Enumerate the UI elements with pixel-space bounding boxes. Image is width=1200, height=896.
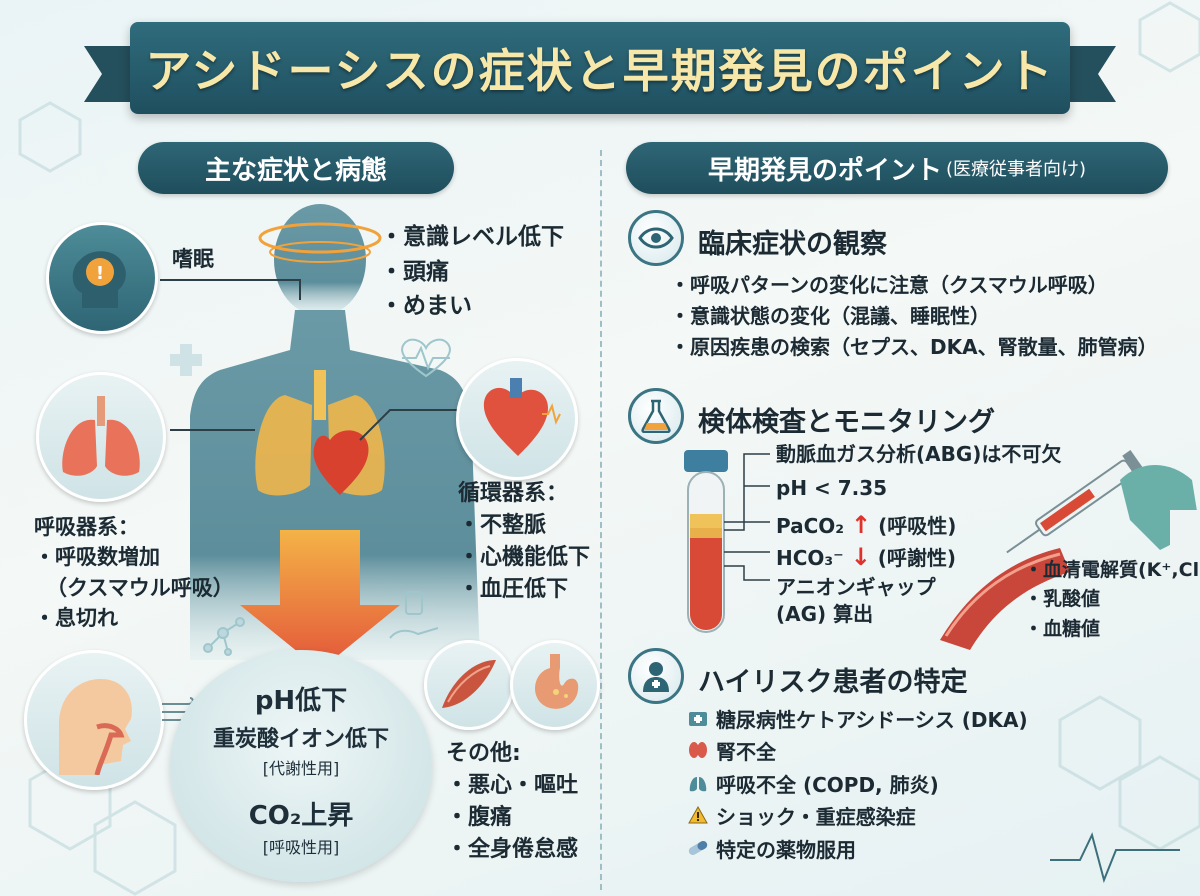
clinical-item: ・呼吸パターンの変化に注意（クスマウル呼吸） (670, 273, 1108, 297)
respiratory-heading: 呼吸器系： (34, 515, 139, 539)
acid-base-summary-bubble: pH低下 重炭酸イオン低下 [代謝性用] CO₂上昇 [呼吸性用] (170, 650, 432, 882)
respiratory-symptom-list: 呼吸器系： ・呼吸数増加 （クスマウル呼吸） ・息切れ (34, 512, 234, 634)
lungs-small-icon (686, 769, 710, 801)
lab-abg: 動脈血ガス分析(ABG)は不可欠 (776, 442, 1062, 466)
highrisk-item: 糖尿病性ケトアシドーシス (DKA) (686, 704, 1028, 736)
lab-paco2-note: (呼吸性) (878, 514, 957, 538)
kidney-icon (686, 736, 710, 768)
muscle-icon (424, 640, 514, 730)
respiratory-item: ・呼吸数増加 (34, 545, 160, 570)
lab-anion-gap-line2: (AG) 算出 (776, 602, 874, 626)
bubble-respiratory-note: [呼吸性用] (262, 838, 340, 857)
respiratory-item: （クスマウル呼吸） (46, 575, 234, 600)
neuro-label: 嗜眠 (172, 247, 214, 271)
title-banner: アシドーシスの症状と早期発見のポイント (130, 22, 1070, 114)
highrisk-heading: ハイリスク患者の特定 (698, 667, 968, 698)
heartbeat-icon (401, 338, 451, 378)
circulatory-item: ・不整脈 (458, 512, 547, 538)
left-section-header-label: 主な症状と病態 (204, 155, 387, 186)
lab-leader-lines (724, 453, 770, 581)
clinical-item: ・意識状態の変化（混議、睡眠性） (670, 304, 990, 328)
clinical-list: ・呼吸パターンの変化に注意（クスマウル呼吸） ・意識状態の変化（混議、睡眠性） … (670, 270, 1158, 363)
up-arrow-icon: ↑ (851, 511, 872, 539)
bubble-metabolic-note: [代謝性用] (262, 759, 340, 778)
highrisk-item: 腎不全 (686, 736, 1028, 768)
page-title: アシドーシスの症状と早期発見のポイント (145, 44, 1055, 98)
neuro-item: ・めまい (380, 293, 472, 319)
highrisk-list: 糖尿病性ケトアシドーシス (DKA) 腎不全 呼吸不全 (COPD, 肺炎) シ… (686, 704, 1028, 866)
flask-icon (628, 388, 684, 444)
right-section-header-sub: (医療従事者向け) (945, 159, 1087, 180)
other-heading: その他: (446, 741, 521, 766)
heart-icon (456, 358, 578, 480)
human-body-illustration (190, 204, 480, 660)
circulatory-heading: 循環器系： (458, 481, 569, 506)
lab-ph: pH < 7.35 (776, 476, 888, 500)
neuro-item: ・頭痛 (380, 258, 449, 285)
warning-icon (686, 801, 710, 833)
syringe-vessel-icon (940, 450, 1200, 650)
lab-side-item: ・乳酸値 (1024, 588, 1101, 611)
bubble-bicarbonate: 重炭酸イオン低下 (212, 727, 389, 752)
highrisk-item: 特定の薬物服用 (686, 834, 1028, 866)
pill-icon (686, 834, 710, 866)
svg-text:!: ! (96, 263, 104, 284)
highrisk-item-text: 呼吸不全 (COPD, 肺炎) (716, 772, 939, 797)
highrisk-item-text: 腎不全 (716, 740, 776, 765)
circulatory-symptom-list: 循環器系： ・不整脈 ・心機能低下 ・血圧低下 (458, 478, 590, 606)
other-symptom-list: その他: ・悪心・嘔吐 ・腹痛 ・全身倦怠感 (446, 738, 578, 866)
highrisk-item: 呼吸不全 (COPD, 肺炎) (686, 769, 1028, 801)
doctor-icon (628, 648, 684, 704)
lab-anion-gap-line1: アニオンギャップ (776, 575, 936, 599)
lab-paco2-row: PaCO₂ ↑ (呼吸性) (776, 508, 956, 543)
bubble-co2: CO₂上昇 (248, 801, 354, 831)
lab-heading: 検体検査とモニタリング (698, 407, 995, 438)
highrisk-item: ショック・重症感染症 (686, 801, 1028, 833)
leader-lines (160, 279, 460, 441)
airway-icon (24, 650, 164, 790)
clinical-item: ・原因疾患の検索（セプス、DKA、腎散量、肺管病） (670, 335, 1158, 359)
lungs-icon (36, 372, 166, 502)
lab-side-list: ・血清電解質(K⁺,Cl⁻) ・乳酸値 ・血糖値 (1024, 556, 1200, 644)
stomach-icon (510, 640, 600, 730)
clinical-heading: 臨床症状の観察 (698, 229, 887, 260)
left-section-header: 主な症状と病態 (138, 142, 454, 194)
right-section-header: 早期発見のポイント (医療従事者向け) (626, 142, 1168, 194)
lab-paco2: PaCO₂ (776, 514, 845, 538)
iv-hand-icon (389, 591, 439, 639)
highrisk-item-text: 糖尿病性ケトアシドーシス (DKA) (716, 708, 1028, 732)
lab-hco3-note: (呼謝性) (877, 546, 957, 570)
circulatory-item: ・血圧低下 (458, 576, 569, 602)
other-item: ・腹痛 (446, 804, 513, 830)
highrisk-item-text: 特定の薬物服用 (716, 837, 856, 862)
lab-side-item: ・血糖値 (1024, 617, 1101, 640)
highrisk-item-text: ショック・重症感染症 (716, 805, 916, 830)
down-arrow-icon: ↓ (850, 543, 871, 571)
circulatory-item: ・心機能低下 (458, 544, 591, 570)
molecule-icon (203, 617, 245, 656)
medical-cross-icon (170, 344, 202, 376)
other-item: ・悪心・嘔吐 (446, 772, 579, 798)
lab-hco3: HCO₃⁻ (776, 546, 844, 570)
neuro-symptom-list: ・意識レベル低下 ・頭痛 ・めまい (380, 220, 564, 324)
eye-icon (628, 210, 684, 266)
lab-side-item: ・血清電解質(K⁺,Cl⁻) (1024, 559, 1200, 581)
lab-anion-gap: アニオンギャップ (AG) 算出 (776, 574, 936, 628)
neuro-item: ・意識レベル低下 (380, 224, 564, 250)
right-section-header-label: 早期発見のポイント (707, 155, 942, 186)
brain-icon: ! (46, 222, 158, 334)
test-tube-icon (684, 450, 728, 633)
bubble-ph: pH低下 (254, 686, 348, 716)
other-item: ・全身倦怠感 (446, 836, 579, 862)
respiratory-item: ・息切れ (34, 606, 118, 631)
lab-hco3-row: HCO₃⁻ ↓ (呼謝性) (776, 540, 956, 575)
column-divider (600, 150, 602, 890)
medicine-box-icon (686, 704, 710, 736)
